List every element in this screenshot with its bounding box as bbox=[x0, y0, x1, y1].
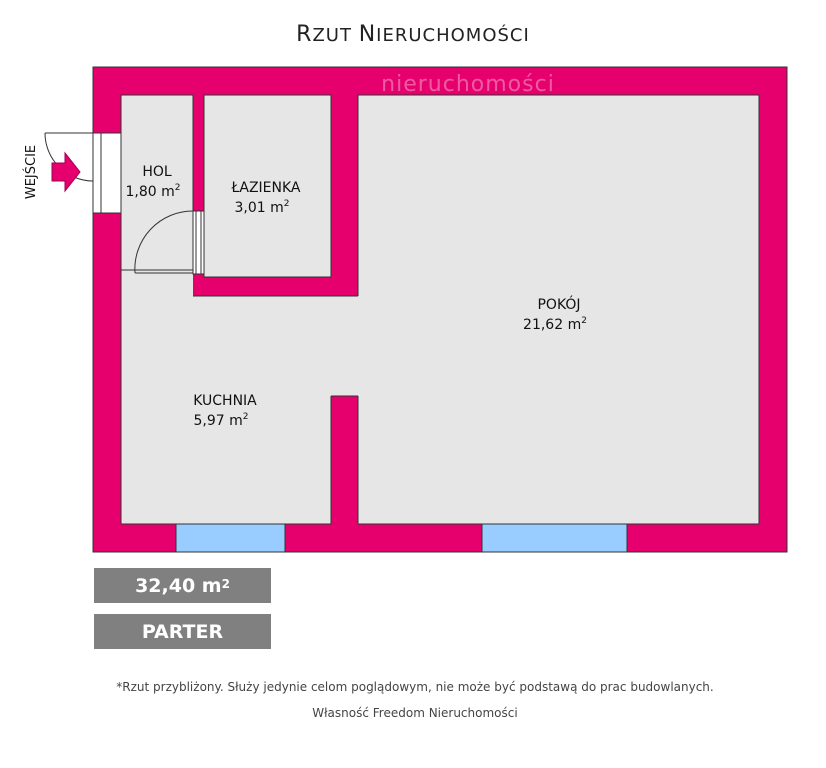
room-name-lazienka: ŁAZIENKA bbox=[231, 180, 301, 196]
plan-title: RZUT NIERUCHOMOŚCI bbox=[296, 22, 530, 47]
pokoj-window bbox=[481, 523, 628, 553]
watermark: nieruchomości bbox=[381, 72, 555, 97]
kuchnia-window bbox=[175, 523, 286, 553]
room-name-kuchnia: KUCHNIA bbox=[193, 393, 257, 409]
disclaimer-text: *Rzut przybliżony. Służy jedynie celom p… bbox=[116, 680, 714, 694]
ownership-text: Własność Freedom Nieruchomości bbox=[312, 706, 518, 720]
lazienka-floor bbox=[204, 95, 331, 277]
room-area-pokoj: 21,62 m2 bbox=[523, 316, 587, 333]
hol-floor bbox=[121, 95, 193, 277]
entrance-arrow-icon bbox=[51, 151, 81, 193]
entry-label: WEJŚCIE bbox=[23, 145, 39, 199]
kuchnia-floor-upper bbox=[121, 270, 193, 300]
room-area-hol: 1,80 m2 bbox=[126, 183, 181, 200]
kitchen-room-opening bbox=[331, 296, 358, 396]
room-name-pokoj: POKÓJ bbox=[537, 295, 580, 313]
kuchnia-floor bbox=[121, 296, 331, 524]
room-area-lazienka: 3,01 m2 bbox=[235, 199, 290, 216]
floor-level-badge: PARTER bbox=[94, 614, 271, 649]
room-area-kuchnia: 5,97 m2 bbox=[194, 412, 249, 429]
floor-plan: nieruchomości WEJŚCIE HOL 1,80 m2 ŁAZIEN… bbox=[23, 66, 788, 553]
bathroom-door-swing bbox=[134, 210, 194, 274]
pokoj-floor bbox=[358, 95, 759, 524]
room-name-hol: HOL bbox=[142, 164, 172, 180]
